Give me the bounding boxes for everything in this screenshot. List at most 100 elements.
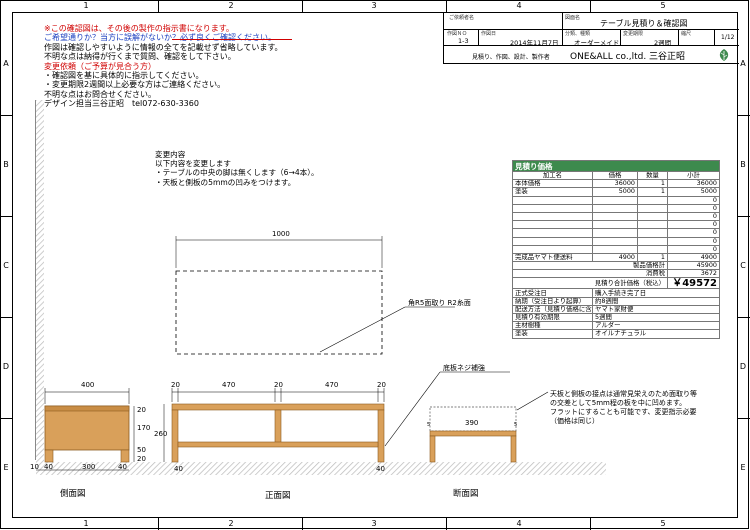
front-dim-b: 470 bbox=[222, 381, 235, 389]
side-dim-b3: 300 bbox=[82, 463, 95, 471]
front-dim-a: 20 bbox=[171, 381, 180, 389]
instruction-notes: ※この確認図は、その後の製作の指示書になります。 ご希望通りか？当方に誤解がない… bbox=[44, 24, 283, 109]
grid-col-4-top: 4 bbox=[516, 1, 522, 10]
front-dim-foot2: 40 bbox=[376, 465, 385, 473]
note-line-9: デザイン担当三谷正昭 tel072-630-3360 bbox=[44, 99, 199, 109]
period-label: 変更期限 bbox=[623, 31, 644, 37]
tick bbox=[738, 317, 750, 318]
tick bbox=[590, 0, 591, 12]
side-dim-v4: 20 bbox=[137, 455, 146, 463]
maker-label: 見積り、作図、設計、製作者 bbox=[472, 54, 550, 61]
note-line-4: 不明な点は納得が行くまで質問、確認をして下さい。 bbox=[44, 52, 236, 62]
front-view-label: 正面図 bbox=[265, 491, 291, 501]
front-dim-foot: 40 bbox=[174, 465, 183, 473]
front-view bbox=[163, 371, 510, 463]
inner-frame bbox=[12, 12, 738, 518]
grid-row-a-left: A bbox=[3, 59, 9, 68]
front-dim-c: 20 bbox=[274, 381, 283, 389]
grid-col-4-bottom: 4 bbox=[516, 519, 522, 528]
grid-row-a-right: A bbox=[740, 59, 746, 68]
grid-row-b-right: B bbox=[740, 160, 746, 169]
grid-col-1-top: 1 bbox=[83, 1, 89, 10]
grid-row-b-left: B bbox=[3, 160, 9, 169]
grid-row-d-left: D bbox=[2, 362, 10, 371]
side-dim-v3: 50 bbox=[137, 446, 146, 454]
grid-row-d-right: D bbox=[739, 362, 747, 371]
side-dim-b1: 10 bbox=[30, 463, 39, 471]
leaf-logo-icon bbox=[719, 49, 729, 61]
note-line-6: ・確認図を基に具体的に指示してください。 bbox=[44, 70, 204, 80]
maker: ONE&ALL co.,ltd. 三谷正昭 bbox=[570, 52, 686, 62]
tick bbox=[0, 418, 12, 419]
change-line-3: ・テーブルの中央の脚は無くします（6→4本）。 bbox=[155, 168, 319, 178]
note-line-3: 作図は確認しやすいように情報の全てを記載せず省略しています。 bbox=[44, 42, 283, 52]
note-line-8: 不明な点はお問合せください。 bbox=[44, 89, 156, 99]
period: 2週間 bbox=[654, 39, 672, 47]
side-dim-v1: 20 bbox=[137, 406, 146, 414]
title-block: ご依頼者名 図面名 テーブル見積り＆確認図 作図ＮＯ 1-3 作図日 2014年… bbox=[443, 13, 739, 64]
top-width-dim: 1000 bbox=[272, 230, 290, 238]
date-label: 作図日 bbox=[481, 31, 497, 37]
change-request: 変更内容 以下内容を変更します ・テーブルの中央の脚は無くします（6→4本）。 … bbox=[155, 150, 319, 187]
tick bbox=[158, 0, 159, 12]
note-line-5: 変更依頼（ご予算が見合う方） bbox=[44, 61, 156, 71]
side-dim-b4: 40 bbox=[118, 463, 127, 471]
section-view-label: 断面図 bbox=[453, 489, 479, 499]
tick bbox=[738, 418, 750, 419]
client-label: ご依頼者名 bbox=[449, 15, 475, 21]
joint-note-1: 天板と側板の接点は通常見栄えのため面取り等 bbox=[550, 389, 697, 398]
category-label: 分類、種類 bbox=[565, 31, 591, 37]
front-dim-height: 260 bbox=[154, 430, 167, 438]
change-line-1: 変更内容 bbox=[155, 150, 186, 159]
tick bbox=[446, 518, 447, 530]
top-view-outline bbox=[175, 270, 383, 355]
tick bbox=[0, 115, 12, 116]
joint-note-3: フラットにすることも可能です、変更指示必要 bbox=[550, 407, 697, 416]
section-dim-l: 5 bbox=[427, 422, 430, 428]
front-dim-d: 470 bbox=[325, 381, 338, 389]
note-line-7: ・変更期限2週間以上必要な方はご連絡ください。 bbox=[44, 80, 226, 90]
side-view-label: 側面図 bbox=[60, 489, 86, 499]
scale-label: 縮尺 bbox=[681, 31, 692, 37]
grid-col-2-bottom: 2 bbox=[228, 519, 234, 528]
grid-row-c-left: C bbox=[3, 261, 9, 270]
scale: 1/12 bbox=[721, 34, 735, 41]
grid-row-e-left: E bbox=[3, 463, 9, 472]
grid-col-3-top: 3 bbox=[371, 1, 377, 10]
note-line-1: ※この確認図は、その後の製作の指示書になります。 bbox=[44, 24, 234, 33]
drawing-name-label: 図面名 bbox=[565, 15, 581, 21]
tick bbox=[0, 317, 12, 318]
date: 2014年11月7日 bbox=[510, 39, 559, 47]
chamfer-note: 角R5面取り R2糸面 bbox=[408, 298, 471, 307]
wall-line bbox=[35, 100, 36, 460]
note-line-2: ご希望通りか？当方に誤解がないか？必ず良くご確認ください。 bbox=[44, 33, 276, 43]
tick bbox=[738, 216, 750, 217]
side-top-dim: 400 bbox=[81, 381, 94, 389]
emphasis-underline bbox=[172, 39, 292, 40]
change-line-4: ・天板と側板の5mmの凹みをつけます。 bbox=[155, 177, 296, 187]
wall-hatch bbox=[36, 100, 44, 462]
grid-col-5-top: 5 bbox=[660, 1, 666, 10]
joint-note-2: の交差として5mm程の板を中に凹めます。 bbox=[550, 398, 686, 407]
grid-col-3-bottom: 3 bbox=[371, 519, 377, 528]
section-dim-w: 390 bbox=[465, 419, 478, 427]
grid-col-1-bottom: 1 bbox=[83, 519, 89, 528]
front-dim-e: 20 bbox=[377, 381, 386, 389]
workno-label: 作図ＮＯ bbox=[447, 31, 468, 37]
tick bbox=[738, 115, 750, 116]
screw-note: 底板ネジ補強 bbox=[443, 363, 485, 372]
floor-hatch bbox=[36, 462, 606, 475]
section-dim-r: 5 bbox=[514, 422, 517, 428]
change-line-2: 以下内容を変更します bbox=[155, 159, 231, 169]
side-dim-v2: 170 bbox=[137, 424, 150, 432]
tick bbox=[446, 0, 447, 12]
detail-row: 塗装オイルナチュラル bbox=[512, 329, 720, 339]
drawing-name: テーブル見積り＆確認図 bbox=[600, 19, 688, 28]
detail-value: オイルナチュラル bbox=[592, 329, 720, 339]
tick bbox=[302, 0, 303, 12]
tick bbox=[590, 518, 591, 530]
side-dim-b2: 40 bbox=[44, 463, 53, 471]
joint-note-4: （価格は同じ） bbox=[550, 416, 599, 425]
